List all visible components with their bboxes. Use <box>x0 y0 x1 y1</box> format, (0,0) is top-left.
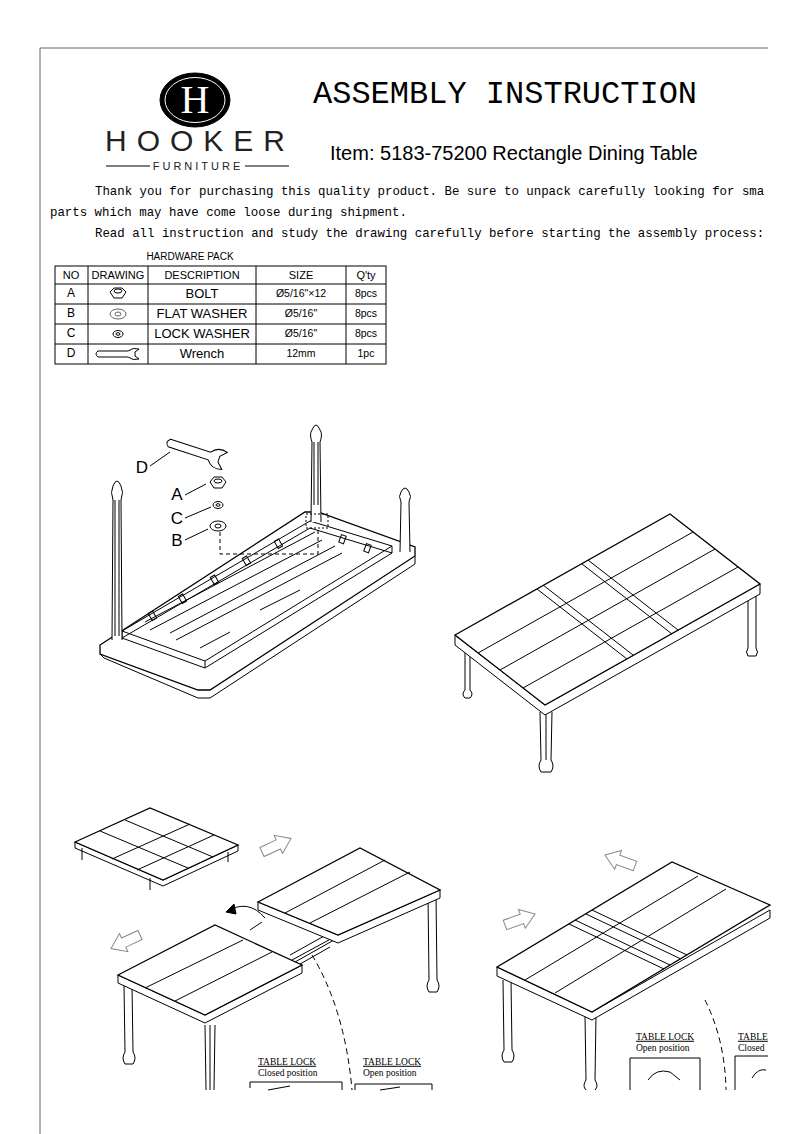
lock-label: TABLE LOCK <box>636 1032 694 1042</box>
item-name: Item: 5183-75200 Rectangle Dining Table <box>330 142 698 164</box>
table-cell: Ø5/16" <box>285 328 317 340</box>
table-header: DESCRIPTION <box>164 269 239 281</box>
table-heading: HARDWARE PACK <box>146 251 233 262</box>
logo-letter: H <box>181 78 210 122</box>
callout-letter: A <box>171 486 182 505</box>
table-cell: 8pcs <box>355 328 377 340</box>
intro-text: Thank you for purchasing this quality pr… <box>95 186 764 200</box>
callout-letter: C <box>171 510 183 529</box>
lock-label: Open position <box>363 1068 417 1078</box>
brand-subtitle: FURNITURE <box>153 160 244 172</box>
table-cell: BOLT <box>186 287 219 301</box>
table-cell: 12mm <box>286 348 315 360</box>
lock-label: TABLE LOCK <box>363 1057 421 1067</box>
table-cell: Ø5/16" <box>285 308 317 320</box>
lock-label: Closed position <box>258 1068 317 1078</box>
lock-label: Open position <box>636 1043 690 1053</box>
lock-label: TABLE <box>738 1032 768 1042</box>
table-cell: C <box>67 327 76 340</box>
table-cell: 8pcs <box>355 308 377 320</box>
table-cell: Ø5/16"×12 <box>276 288 326 300</box>
table-cell: A <box>67 287 75 300</box>
callout-letter: D <box>136 459 148 478</box>
table-header: Q'ty <box>356 269 375 281</box>
table-header: DRAWING <box>92 269 145 281</box>
callout-letter: B <box>171 532 182 551</box>
table-cell: B <box>67 307 75 320</box>
table-cell: 8pcs <box>355 288 377 300</box>
page-title: ASSEMBLY INSTRUCTION <box>313 77 697 112</box>
table-cell: LOCK WASHER <box>154 327 250 341</box>
intro-text: Read all instruction and study the drawi… <box>95 228 764 242</box>
table-cell: D <box>67 347 76 360</box>
lock-label: TABLE LOCK <box>258 1057 316 1067</box>
table-cell: 1pc <box>358 348 375 360</box>
table-cell: FLAT WASHER <box>157 307 248 321</box>
lock-label: Closed <box>738 1043 764 1053</box>
table-header: NO <box>63 269 80 281</box>
table-cell: Wrench <box>180 347 225 361</box>
brand-name: HOOKER <box>105 124 295 157</box>
intro-text: parts which may have come loose during s… <box>50 207 407 221</box>
table-header: SIZE <box>289 269 313 281</box>
